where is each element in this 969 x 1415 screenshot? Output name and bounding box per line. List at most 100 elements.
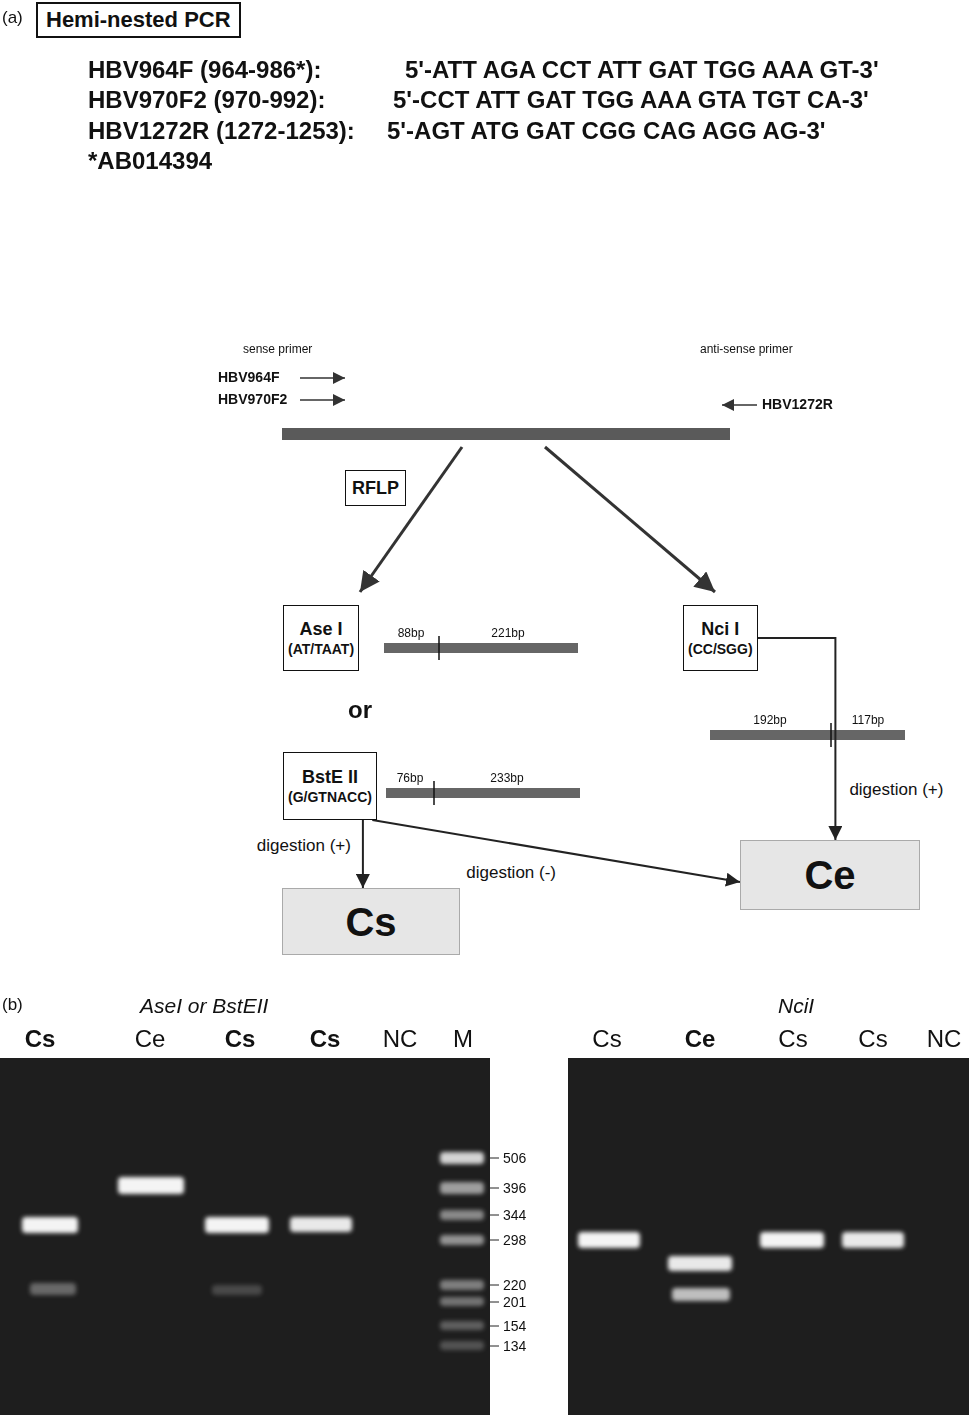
cut-tick bbox=[438, 636, 440, 660]
marker-band bbox=[440, 1235, 484, 1245]
box-text: Ce bbox=[804, 850, 855, 900]
amplicon-bar bbox=[282, 428, 730, 440]
box-text: (CC/SGG) bbox=[688, 641, 753, 659]
figure-label: HBV964F bbox=[218, 369, 279, 386]
leader-line bbox=[490, 1285, 499, 1286]
figure-label: 506 bbox=[503, 1150, 526, 1167]
cut-tick bbox=[433, 781, 435, 805]
leader-line bbox=[490, 1302, 499, 1303]
leader-line bbox=[490, 1240, 499, 1241]
step-box: RFLP bbox=[345, 470, 406, 506]
figure-label: Cs bbox=[778, 1025, 807, 1054]
figure-label: 221bp bbox=[491, 626, 524, 640]
gel-band bbox=[578, 1232, 640, 1248]
gel-image bbox=[568, 1058, 969, 1415]
figure-label: 192bp bbox=[753, 713, 786, 727]
figure-label: or bbox=[348, 696, 372, 725]
figure-label: 201 bbox=[503, 1294, 526, 1311]
method-box: Hemi-nested PCR bbox=[36, 2, 241, 38]
primer-arrow bbox=[722, 404, 757, 406]
figure-label: Ce bbox=[135, 1025, 166, 1054]
enzyme-box: Nci I(CC/SGG) bbox=[683, 605, 758, 671]
figure-label: HBV1272R (1272-1253): bbox=[88, 117, 355, 146]
marker-band bbox=[440, 1321, 484, 1330]
box-text: Nci I bbox=[701, 618, 739, 641]
gel-band bbox=[212, 1285, 262, 1295]
figure-label: 344 bbox=[503, 1207, 526, 1224]
connector-label: digestion (-) bbox=[464, 863, 558, 883]
box-text: Hemi-nested PCR bbox=[46, 6, 231, 34]
figure-label: NC bbox=[383, 1025, 418, 1054]
figure-label: 88bp bbox=[398, 626, 425, 640]
figure-label: Cs bbox=[25, 1025, 56, 1054]
fragment-bar bbox=[386, 788, 580, 798]
gel-band bbox=[30, 1283, 76, 1295]
figure-label: M bbox=[453, 1025, 473, 1054]
figure-label: Ce bbox=[685, 1025, 716, 1054]
gel-band bbox=[22, 1217, 78, 1233]
figure-label: anti-sense primer bbox=[700, 342, 793, 356]
cut-tick bbox=[830, 723, 832, 747]
connector-label: digestion (+) bbox=[847, 780, 945, 800]
gel-band bbox=[760, 1232, 824, 1248]
figure-label: HBV1272R bbox=[762, 396, 833, 413]
leader-line bbox=[490, 1215, 499, 1216]
figure-label: Cs bbox=[858, 1025, 887, 1054]
flow-arrow bbox=[360, 447, 462, 592]
marker-band bbox=[440, 1297, 484, 1306]
figure-label: HBV964F (964-986*): bbox=[88, 56, 321, 85]
figure-label: 220 bbox=[503, 1277, 526, 1294]
gel-band bbox=[118, 1177, 184, 1194]
marker-band bbox=[440, 1152, 484, 1164]
gel-band bbox=[842, 1232, 904, 1248]
box-text: Ase I bbox=[300, 618, 343, 641]
figure-label: 5'-ATT AGA CCT ATT GAT TGG AAA GT-3' bbox=[405, 56, 879, 85]
figure-label: Cs bbox=[225, 1025, 256, 1054]
figure-label: sense primer bbox=[243, 342, 312, 356]
figure-label: 396 bbox=[503, 1180, 526, 1197]
figure-label: Cs bbox=[592, 1025, 621, 1054]
figure-label: AseI or BstEII bbox=[140, 993, 268, 1018]
marker-band bbox=[440, 1210, 484, 1220]
result-box: Cs bbox=[282, 888, 460, 955]
figure-label: 298 bbox=[503, 1232, 526, 1249]
gel-band bbox=[672, 1288, 730, 1301]
marker-band bbox=[440, 1182, 484, 1194]
figure-label: HBV970F2 bbox=[218, 391, 287, 408]
fragment-bar bbox=[384, 643, 578, 653]
figure-label: 5'-CCT ATT GAT TGG AAA GTA TGT CA-3' bbox=[393, 86, 869, 115]
figure-label: 5'-AGT ATG GAT CGG CAG AGG AG-3' bbox=[387, 117, 826, 146]
flow-connector bbox=[758, 638, 836, 840]
leader-line bbox=[490, 1158, 499, 1159]
enzyme-box: BstE II(G/GTNACC) bbox=[283, 752, 377, 820]
primer-arrow bbox=[300, 377, 345, 379]
figure-label: (a) bbox=[2, 8, 23, 28]
leader-line bbox=[490, 1326, 499, 1327]
figure-label: Cs bbox=[310, 1025, 341, 1054]
enzyme-box: Ase I(AT/TAAT) bbox=[283, 605, 359, 671]
box-text: BstE II bbox=[302, 766, 358, 789]
box-text: (G/GTNACC) bbox=[288, 789, 372, 807]
figure-label: NC bbox=[927, 1025, 962, 1054]
figure-label: 76bp bbox=[397, 771, 424, 785]
figure-label: HBV970F2 (970-992): bbox=[88, 86, 325, 115]
box-text: Cs bbox=[345, 897, 396, 947]
box-text: RFLP bbox=[352, 477, 399, 500]
figure-label: 233bp bbox=[490, 771, 523, 785]
primer-arrow bbox=[300, 399, 345, 401]
leader-line bbox=[490, 1346, 499, 1347]
box-text: (AT/TAAT) bbox=[288, 641, 354, 659]
result-box: Ce bbox=[740, 840, 920, 910]
gel-band bbox=[668, 1256, 732, 1271]
figure-label: NciI bbox=[778, 993, 814, 1018]
figure-label: 134 bbox=[503, 1338, 526, 1355]
marker-band bbox=[440, 1280, 484, 1290]
flow-connector bbox=[362, 820, 364, 888]
marker-band bbox=[440, 1341, 484, 1350]
connector-label: digestion (+) bbox=[255, 836, 353, 856]
figure-label: (b) bbox=[2, 995, 23, 1015]
gel-band bbox=[290, 1217, 352, 1232]
